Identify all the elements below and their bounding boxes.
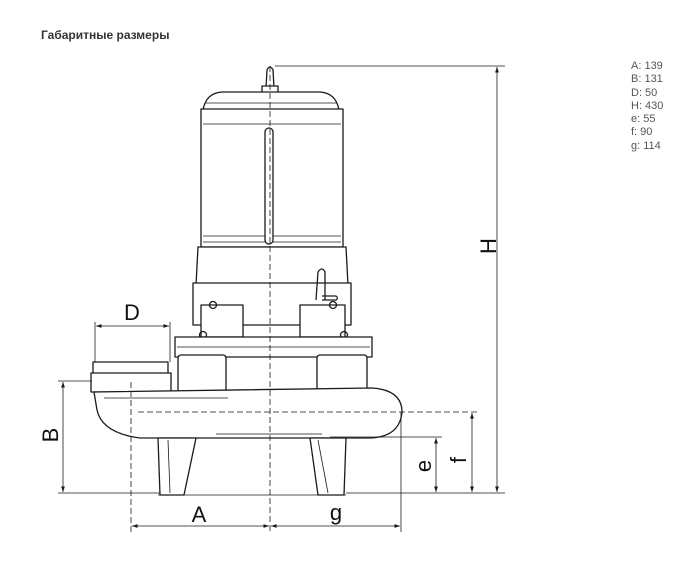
label-f: f [446, 456, 471, 463]
dimension-e: e: 55 [631, 113, 656, 126]
label-d: D [124, 300, 140, 325]
label-b: B [38, 428, 63, 443]
pump-outline [90, 66, 403, 496]
dimension-f: f: 90 [631, 126, 653, 139]
dimension-b: B: 131 [631, 73, 663, 86]
dimension-a: A: 139 [631, 60, 663, 72]
dimension-g: g: 114 [631, 139, 661, 152]
label-e: e [411, 460, 436, 472]
label-g: g [330, 500, 342, 525]
dimension-h: H: 430 [631, 99, 664, 112]
dimensions-list: A: 139 B: 131 D: 50 H: 430 e: 55 f: 90 g… [631, 60, 663, 153]
label-h: H [476, 238, 501, 254]
label-a: A [192, 502, 207, 527]
page-title: Габаритные размеры [41, 28, 170, 42]
dimension-lines [61, 67, 499, 528]
dimension-d: D: 50 [631, 86, 658, 99]
reference-lines [58, 65, 505, 532]
